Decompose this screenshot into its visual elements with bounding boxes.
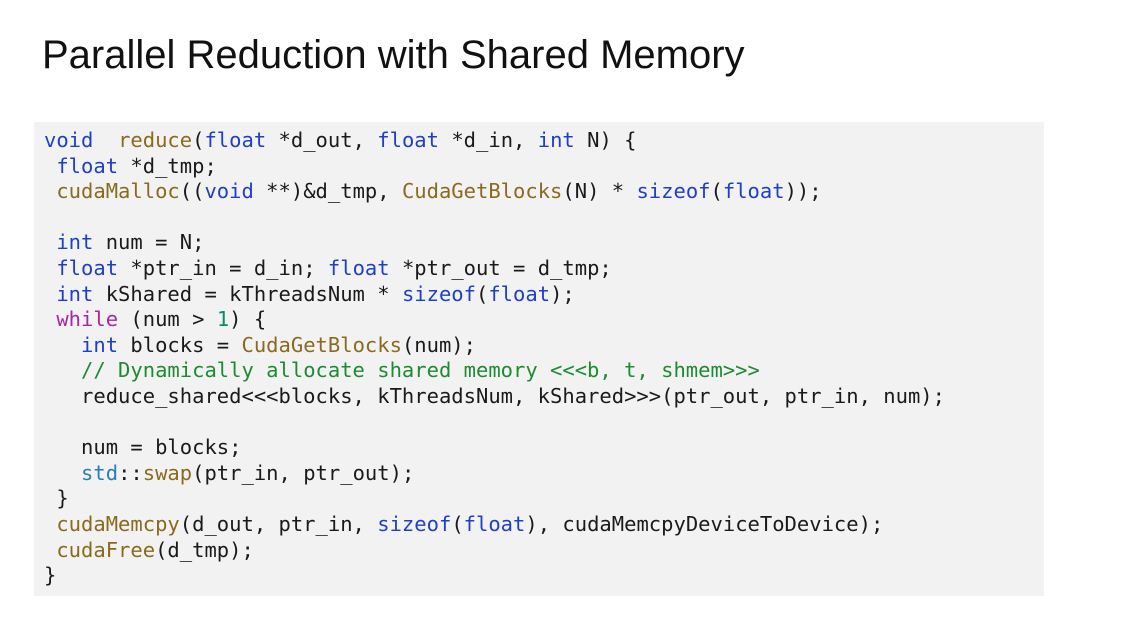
- code-line: cudaFree(d_tmp);: [44, 538, 1044, 564]
- code-token: CudaGetBlocks: [241, 332, 402, 357]
- slide-title: Parallel Reduction with Shared Memory: [42, 33, 745, 77]
- code-token: float: [204, 128, 267, 152]
- code-token: [44, 512, 56, 536]
- code-token: reduce: [118, 128, 193, 152]
- code-token: ::: [118, 460, 143, 485]
- code-line: ​: [44, 205, 1044, 231]
- code-token: ), cudaMemcpyDeviceToDevice);: [525, 511, 884, 536]
- code-token: int: [537, 128, 575, 152]
- code-token: 1: [216, 307, 230, 332]
- code-token: float: [56, 153, 119, 178]
- code-token: [44, 154, 56, 178]
- code-token: float: [488, 281, 551, 306]
- code-token: std: [81, 460, 119, 485]
- code-token: void: [204, 179, 254, 204]
- code-line: // Dynamically allocate shared memory <<…: [44, 358, 1044, 384]
- code-token: (d_out, ptr_in,: [179, 511, 378, 536]
- code-token: (: [710, 179, 723, 204]
- code-line: reduce_shared<<<blocks, kThreadsNum, kSh…: [44, 384, 1044, 410]
- code-token: *ptr_in = d_in;: [118, 255, 328, 280]
- code-line: ​: [44, 410, 1044, 436]
- code-token: (d_tmp);: [155, 537, 254, 562]
- code-token: (num);: [401, 332, 476, 357]
- code-line: int num = N;: [44, 230, 1044, 256]
- code-token: *ptr_out = d_tmp;: [389, 255, 612, 280]
- code-line: num = blocks;: [44, 435, 1044, 461]
- code-token: ) {: [229, 307, 267, 332]
- code-token: [44, 307, 56, 331]
- code-token: *d_out,: [266, 128, 378, 152]
- code-line: int kShared = kThreadsNum * sizeof(float…: [44, 282, 1044, 308]
- code-line: cudaMalloc((void **)&d_tmp, CudaGetBlock…: [44, 179, 1044, 205]
- code-token: // Dynamically allocate shared memory <<…: [81, 358, 760, 383]
- code-line: }: [44, 563, 1044, 589]
- code-token: N) {: [574, 128, 637, 152]
- code-token: cudaMalloc: [56, 179, 180, 204]
- code-token: float: [722, 179, 785, 204]
- code-token: num = blocks;: [44, 435, 242, 460]
- code-token: sizeof: [636, 179, 711, 204]
- code-block: void reduce(float *d_out, float *d_in, i…: [34, 122, 1044, 596]
- code-token: (: [192, 128, 205, 152]
- code-token: [44, 179, 56, 203]
- code-token: **)&d_tmp,: [253, 179, 402, 204]
- code-token: }: [44, 563, 57, 588]
- code-token: float: [463, 511, 526, 536]
- code-token: *d_in,: [439, 128, 538, 152]
- code-token: cudaMemcpy: [56, 511, 180, 536]
- code-token: ((: [179, 179, 205, 204]
- code-token: [44, 230, 56, 254]
- code-token: [44, 256, 56, 280]
- code-token: *d_tmp;: [118, 153, 217, 178]
- code-token: sizeof: [377, 511, 452, 536]
- code-token: swap: [142, 460, 193, 485]
- code-token: [44, 461, 81, 485]
- code-token: (: [476, 281, 489, 306]
- code-token: sizeof: [401, 281, 476, 306]
- code-token: cudaFree: [56, 537, 156, 562]
- code-token: (N) *: [562, 179, 637, 204]
- code-token: [44, 538, 56, 562]
- code-listing: void reduce(float *d_out, float *d_in, i…: [44, 128, 1044, 589]
- code-token: float: [377, 128, 439, 152]
- code-token: int: [81, 332, 119, 357]
- code-token: num = N;: [93, 230, 205, 255]
- code-line: void reduce(float *d_out, float *d_in, i…: [44, 128, 1044, 154]
- code-token: reduce_shared<<<blocks, kThreadsNum, kSh…: [44, 383, 945, 408]
- code-line: std::swap(ptr_in, ptr_out);: [44, 461, 1044, 487]
- code-token: }: [44, 486, 69, 511]
- code-token: float: [56, 255, 119, 280]
- code-token: (: [451, 511, 464, 536]
- code-line: int blocks = CudaGetBlocks(num);: [44, 333, 1044, 359]
- code-token: kShared = kThreadsNum *: [93, 281, 402, 306]
- code-token: void: [44, 128, 94, 152]
- code-line: float *ptr_in = d_in; float *ptr_out = d…: [44, 256, 1044, 282]
- code-line: while (num > 1) {: [44, 307, 1044, 333]
- code-token: [44, 333, 81, 357]
- code-token: blocks =: [118, 332, 242, 357]
- code-token: (num >: [118, 307, 217, 332]
- code-token: [93, 128, 118, 152]
- code-line: float *d_tmp;: [44, 154, 1044, 180]
- code-token: while: [56, 307, 119, 332]
- code-token: [44, 358, 81, 382]
- code-token: float: [327, 255, 390, 280]
- code-token: );: [550, 281, 575, 306]
- code-line: }: [44, 486, 1044, 512]
- code-token: (ptr_in, ptr_out);: [192, 460, 415, 485]
- code-token: int: [56, 281, 94, 306]
- code-token: int: [56, 230, 94, 255]
- code-token: CudaGetBlocks: [401, 179, 563, 204]
- code-token: ));: [784, 179, 822, 204]
- code-line: cudaMemcpy(d_out, ptr_in, sizeof(float),…: [44, 512, 1044, 538]
- code-token: [44, 282, 56, 306]
